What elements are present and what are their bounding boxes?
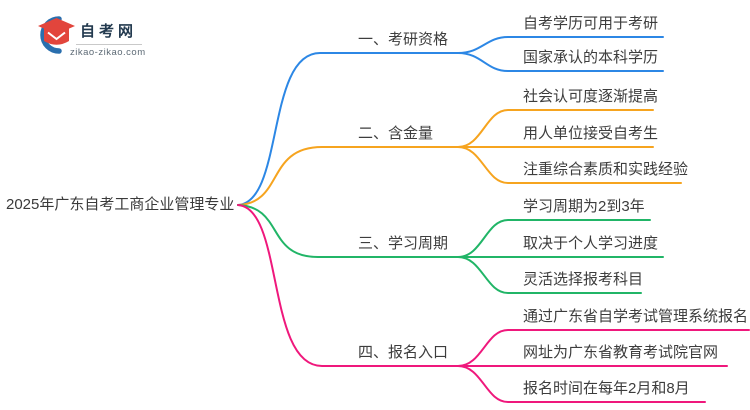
branch-2-child-3: 注重综合素质和实践经验 (523, 161, 689, 178)
graduation-cap-icon (38, 16, 75, 54)
logo-cap-chevron-shape (47, 31, 66, 41)
branch-4-label: 四、报名入口 (358, 344, 449, 361)
branch-1-child-2: 国家承认的本科学历 (523, 49, 659, 66)
branch-4-child-3-line (457, 365, 706, 403)
branch-3-trunk-line (237, 204, 463, 258)
branch-2-child-3-line (457, 146, 682, 184)
branch-3-child-1-line (457, 219, 651, 258)
branch-2-trunk-line (237, 146, 463, 206)
branch-2-child-1: 社会认可度逐渐提高 (523, 88, 659, 105)
logo-cap-base-shape (44, 28, 69, 45)
branch-4-trunk-line (237, 204, 463, 367)
branch-4-child-1: 通过广东省自学考试管理系统报名 (523, 308, 749, 325)
root-topic: 2025年广东自考工商企业管理专业 (6, 196, 235, 213)
branch-2-label: 二、含金量 (358, 125, 434, 142)
branch-3-child-2: 取决于个人学习进度 (523, 235, 659, 252)
branch-1-child-1: 自考学历可用于考研 (523, 15, 659, 32)
site-logo[interactable]: 自考网 zikao-zikao.com (30, 11, 180, 63)
branch-2-child-1-line (457, 109, 654, 148)
branch-1-trunk-line (237, 52, 463, 206)
branch-2-child-2: 用人单位接受自考生 (523, 125, 659, 142)
branch-3-child-3: 灵活选择报考科目 (523, 271, 644, 288)
branch-3-child-3-line (457, 256, 642, 294)
brand-domain: zikao-zikao.com (70, 47, 146, 58)
branch-4-child-2: 网址为广东省教育考试院官网 (523, 344, 719, 361)
logo-cap-top-shape (38, 18, 75, 34)
brand-name: 自考网 (80, 23, 138, 40)
branch-3-lines (237, 204, 664, 294)
branch-3-child-1: 学习周期为2到3年 (523, 198, 645, 215)
branch-1-label: 一、考研资格 (358, 31, 449, 48)
brand-divider (76, 44, 142, 45)
branch-1-lines (237, 36, 664, 206)
branch-4-child-3: 报名时间在每年2月和8月 (523, 380, 690, 397)
branch-4-lines (237, 204, 750, 403)
branch-3-label: 三、学习周期 (358, 235, 449, 252)
branch-2-lines (237, 109, 682, 206)
branch-1-child-2-line (457, 52, 664, 72)
branch-1-child-1-line (457, 36, 664, 54)
branch-4-child-1-line (457, 329, 750, 367)
